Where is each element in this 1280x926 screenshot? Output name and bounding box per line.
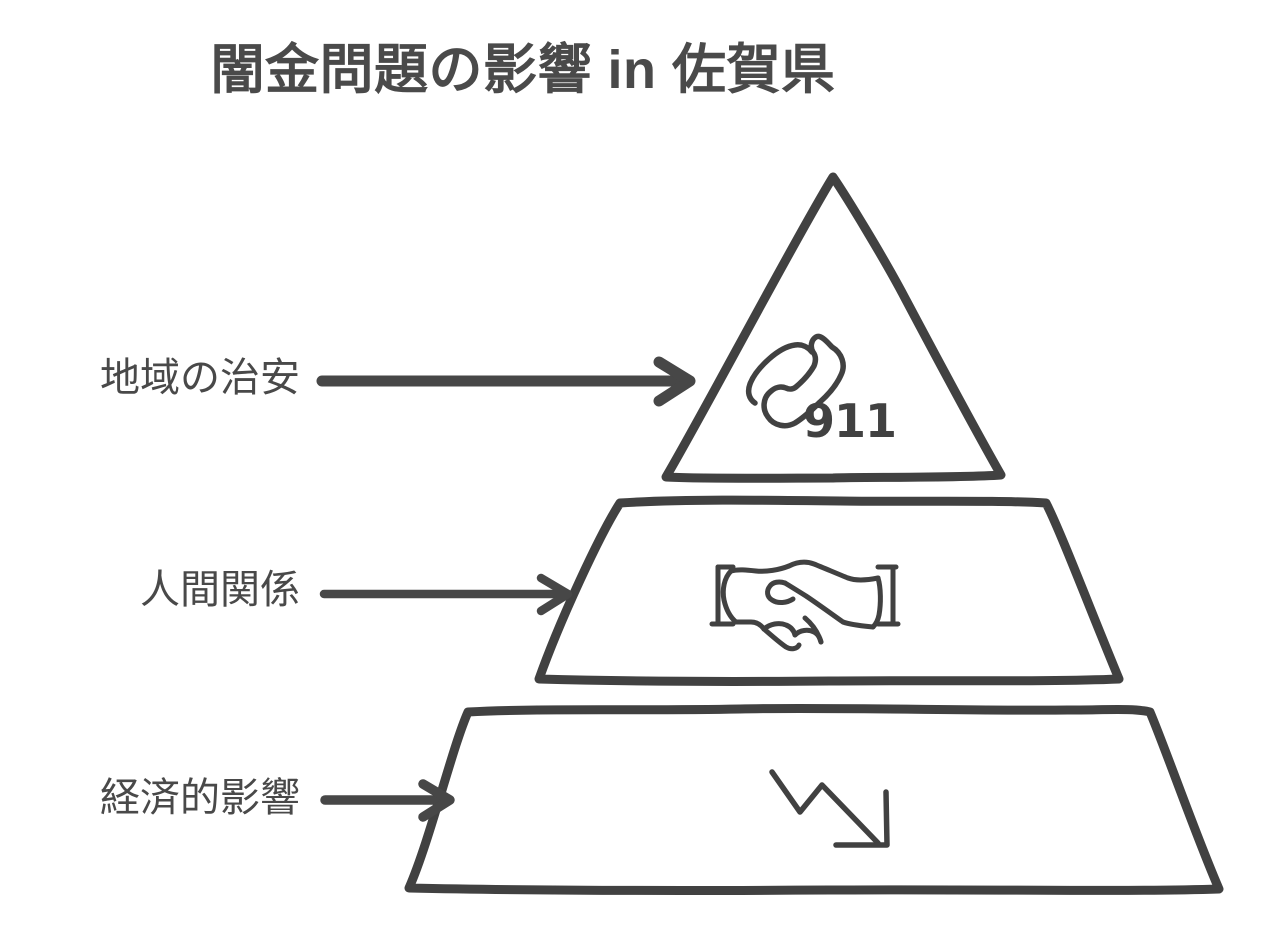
tier-bottom-shape	[404, 703, 1224, 895]
page-title: 闇金問題の影響 in 佐賀県	[210, 40, 836, 100]
handshake-icon	[709, 559, 901, 652]
emergency-number-text: 911	[803, 394, 897, 448]
pyramid-tier-bottom	[404, 703, 1224, 895]
arrow-to-bottom-tier	[320, 779, 455, 822]
pyramid-tier-middle	[534, 495, 1124, 686]
tier-label-bottom: 経済的影響	[100, 776, 300, 820]
tier-label-middle: 人間関係	[140, 568, 300, 612]
tier-middle-shape	[534, 495, 1124, 686]
arrow-to-middle-tier	[319, 573, 573, 616]
tier-label-top: 地域の治安	[100, 356, 300, 400]
arrow-to-top-tier	[316, 356, 696, 407]
trend-down-arrow-icon	[769, 769, 890, 848]
